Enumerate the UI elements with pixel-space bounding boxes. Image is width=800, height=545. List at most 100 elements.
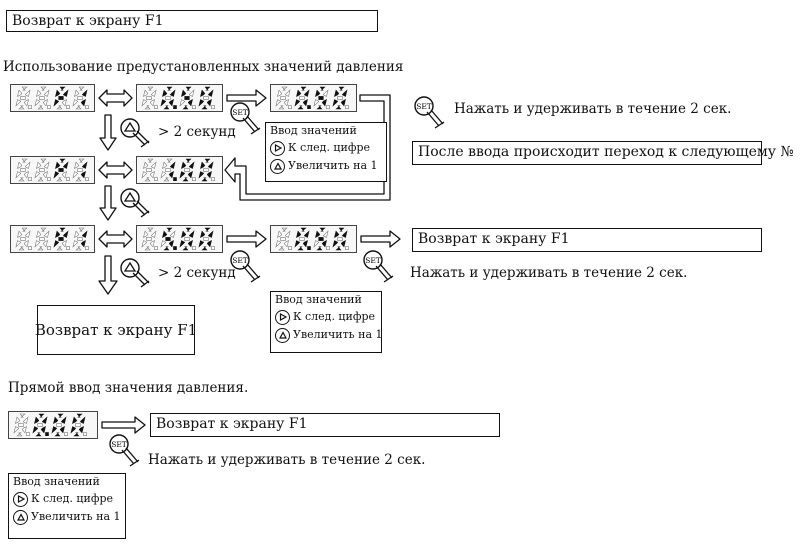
display-segment bbox=[38, 413, 45, 418]
display-segment bbox=[72, 171, 79, 179]
row1-display-mid-digits bbox=[141, 86, 215, 110]
help-next-digit: К след. цифре bbox=[293, 309, 376, 323]
display-segment bbox=[56, 423, 62, 427]
row3-return-f1-box: Возврат к экрану F1 bbox=[412, 228, 762, 252]
display-segment bbox=[207, 230, 214, 238]
display-segment bbox=[24, 161, 31, 169]
display-segment bbox=[166, 158, 173, 163]
display-segment bbox=[43, 161, 50, 169]
help-title: Ввод значений bbox=[13, 475, 100, 488]
up-key-icon bbox=[13, 509, 28, 525]
help-next-digit: К след. цифре bbox=[288, 140, 371, 154]
display-segment bbox=[277, 89, 283, 97]
display-segment bbox=[62, 89, 69, 97]
display-segment bbox=[338, 227, 345, 232]
display-segment bbox=[78, 227, 85, 232]
display-segment bbox=[40, 158, 47, 163]
display-segment bbox=[294, 99, 301, 107]
display-segment bbox=[149, 99, 155, 107]
display-segment bbox=[32, 426, 39, 434]
display-segment bbox=[17, 161, 23, 169]
help-increment: Увеличить на 1 bbox=[31, 509, 121, 523]
display-segment bbox=[59, 227, 66, 232]
row1-display-mid bbox=[136, 84, 223, 112]
display-segment bbox=[37, 246, 44, 251]
display-segment bbox=[296, 89, 302, 97]
display-segment bbox=[337, 237, 343, 241]
display-segment bbox=[24, 89, 31, 97]
display-segment bbox=[184, 237, 190, 241]
row3-display-mid-digits bbox=[141, 227, 215, 251]
display-dot bbox=[85, 105, 89, 110]
display-segment bbox=[185, 158, 192, 163]
display-dot bbox=[173, 105, 177, 110]
display-segment bbox=[43, 89, 50, 97]
display-segment bbox=[81, 89, 88, 97]
display-segment bbox=[41, 416, 48, 424]
row3-gt2-label: > 2 секунд bbox=[158, 265, 236, 281]
display-segment bbox=[141, 240, 148, 248]
display-segment bbox=[13, 426, 20, 434]
display-segment bbox=[281, 227, 288, 232]
display-segment bbox=[181, 161, 187, 169]
display-dot bbox=[173, 246, 177, 251]
row1-display-right-digits bbox=[275, 86, 349, 110]
display-segment bbox=[21, 158, 28, 163]
display-segment bbox=[146, 168, 152, 172]
row3-display-right-digits bbox=[275, 227, 349, 251]
display-segment bbox=[207, 161, 214, 169]
display-dot bbox=[307, 105, 311, 110]
display-segment bbox=[77, 237, 83, 241]
display-segment bbox=[35, 432, 42, 437]
display-dot bbox=[154, 177, 158, 182]
display-segment bbox=[302, 240, 308, 248]
display-segment bbox=[20, 96, 26, 100]
set-key-icon: SET bbox=[230, 102, 261, 135]
display-dot bbox=[288, 105, 292, 110]
row1-display-right bbox=[270, 84, 357, 112]
display-dot bbox=[211, 246, 215, 251]
direct-hold-note: Нажать и удерживать в течение 2 сек. bbox=[148, 452, 426, 468]
display-dot bbox=[66, 177, 70, 182]
svg-text:SET: SET bbox=[416, 102, 432, 111]
display-segment bbox=[203, 237, 209, 241]
display-segment bbox=[23, 99, 29, 107]
display-segment bbox=[143, 230, 149, 238]
display-segment bbox=[60, 416, 67, 424]
display-segment bbox=[278, 246, 285, 251]
display-segment bbox=[179, 99, 186, 107]
display-segment bbox=[303, 89, 310, 97]
row3-return-f1-bottom-label: Возврат к экрану F1 bbox=[34, 320, 198, 339]
display-segment bbox=[53, 99, 60, 107]
after-input-label: После ввода происходит переход к следующ… bbox=[418, 144, 794, 160]
display-segment bbox=[43, 230, 50, 238]
display-segment bbox=[78, 86, 85, 91]
display-segment bbox=[334, 89, 340, 97]
display-segment bbox=[21, 426, 27, 434]
display-segment bbox=[74, 161, 80, 169]
display-segment bbox=[143, 161, 149, 169]
display-segment bbox=[36, 161, 42, 169]
row2-display-left bbox=[10, 156, 95, 184]
display-segment bbox=[332, 99, 339, 107]
display-dot bbox=[26, 432, 30, 437]
display-segment bbox=[280, 237, 286, 241]
display-segment bbox=[284, 89, 291, 97]
display-segment bbox=[319, 86, 326, 91]
display-segment bbox=[169, 230, 176, 238]
display-segment bbox=[22, 416, 29, 424]
display-segment bbox=[198, 99, 205, 107]
up-key-icon bbox=[275, 327, 290, 343]
display-segment bbox=[203, 96, 209, 100]
right-key-icon bbox=[275, 309, 290, 325]
display-segment bbox=[23, 171, 29, 179]
display-segment bbox=[321, 99, 327, 107]
display-segment bbox=[275, 99, 282, 107]
display-segment bbox=[72, 416, 78, 424]
display-segment bbox=[182, 246, 189, 251]
display-segment bbox=[75, 105, 82, 110]
display-segment bbox=[73, 432, 80, 437]
display-segment bbox=[58, 96, 64, 100]
display-segment bbox=[61, 171, 67, 179]
row1-display-left-digits bbox=[15, 86, 89, 110]
